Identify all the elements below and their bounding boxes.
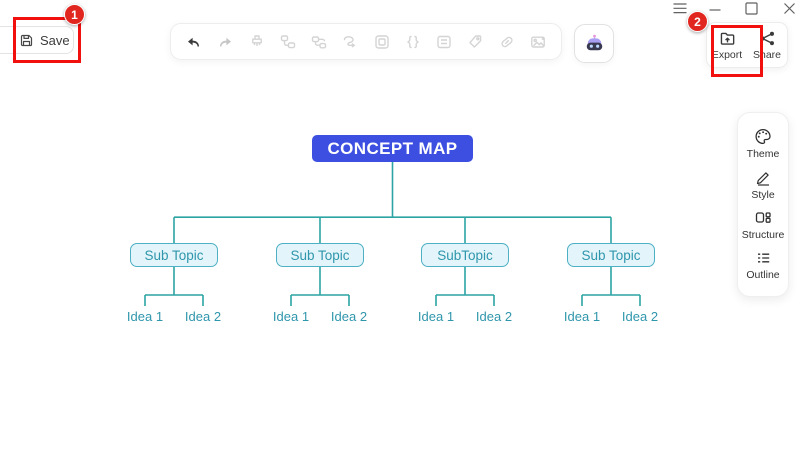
- root-topic-node[interactable]: CONCEPT MAP: [312, 135, 473, 162]
- subtopic-node-3[interactable]: SubTopic: [421, 243, 509, 267]
- idea-node-1-2[interactable]: Idea 2: [184, 309, 222, 324]
- subtopic-node-2[interactable]: Sub Topic: [276, 243, 364, 267]
- folder-up-icon: [719, 30, 736, 47]
- export-share-group: Export Share: [706, 22, 788, 68]
- structure-label: Structure: [741, 229, 785, 242]
- layout-icon: [754, 209, 772, 226]
- relation-line-icon[interactable]: [341, 33, 359, 51]
- main-toolbar: [170, 23, 562, 60]
- idea-node-1-1[interactable]: Idea 1: [126, 309, 164, 324]
- undo-icon[interactable]: [185, 33, 203, 51]
- idea-node-3-2[interactable]: Idea 2: [475, 309, 513, 324]
- save-button-label: Save: [40, 32, 70, 48]
- menu-icon[interactable]: [671, 1, 689, 16]
- border-frame-icon[interactable]: [373, 33, 391, 51]
- save-button[interactable]: Save: [0, 26, 74, 54]
- robot-icon: [584, 34, 605, 54]
- hyperlink-icon[interactable]: [498, 33, 516, 51]
- list-icon: [755, 250, 772, 266]
- right-tools-panel: Theme Style Structure: [737, 112, 789, 297]
- outline-box-icon[interactable]: [435, 33, 453, 51]
- redo-icon[interactable]: [216, 33, 234, 51]
- export-button-label: Export: [711, 48, 743, 61]
- idea-node-4-2[interactable]: Idea 2: [621, 309, 659, 324]
- export-button[interactable]: Export: [707, 23, 747, 67]
- theme-button[interactable]: Theme: [746, 128, 780, 160]
- step2-badge: 2: [687, 11, 708, 32]
- summary-braces-icon[interactable]: [404, 33, 422, 51]
- idea-node-3-1[interactable]: Idea 1: [417, 309, 455, 324]
- subtopic-node-4[interactable]: Sub Topic: [567, 243, 655, 267]
- close-icon[interactable]: [780, 1, 798, 16]
- outline-label: Outline: [746, 269, 780, 282]
- theme-label: Theme: [746, 147, 780, 160]
- insert-subtopic-icon[interactable]: [310, 33, 328, 51]
- step1-badge: 1: [64, 4, 85, 25]
- pencil-icon: [755, 169, 772, 186]
- style-label: Style: [751, 188, 775, 201]
- share-button-label: Share: [752, 48, 782, 61]
- ai-assistant-button[interactable]: [574, 24, 614, 63]
- idea-node-2-1[interactable]: Idea 1: [272, 309, 310, 324]
- floppy-disk-icon: [19, 33, 34, 48]
- palette-icon: [754, 128, 772, 145]
- insert-image-icon[interactable]: [529, 33, 547, 51]
- idea-node-4-1[interactable]: Idea 1: [563, 309, 601, 324]
- maximize-icon[interactable]: [742, 1, 760, 16]
- structure-button[interactable]: Structure: [741, 209, 785, 242]
- outline-button[interactable]: Outline: [746, 250, 780, 282]
- insert-topic-icon[interactable]: [279, 33, 297, 51]
- format-brush-icon[interactable]: [248, 33, 266, 51]
- minimize-icon[interactable]: [706, 1, 724, 16]
- idea-node-2-2[interactable]: Idea 2: [330, 309, 368, 324]
- style-button[interactable]: Style: [751, 169, 775, 201]
- tag-icon[interactable]: [466, 33, 484, 51]
- subtopic-node-1[interactable]: Sub Topic: [130, 243, 218, 267]
